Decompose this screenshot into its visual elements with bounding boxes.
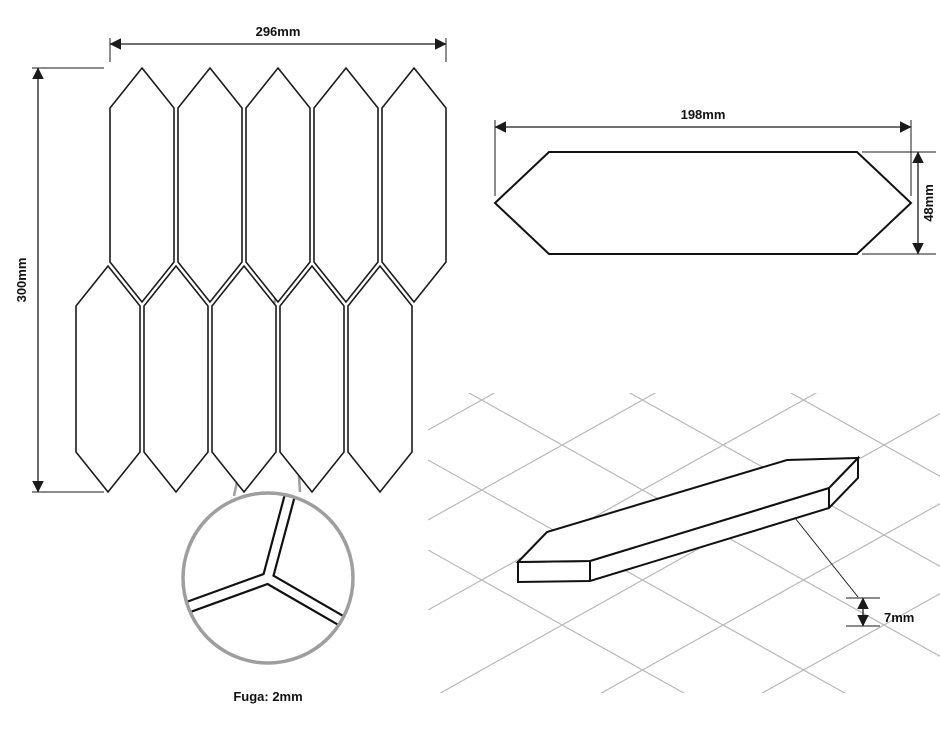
- picket-tile-outline: [493, 151, 913, 255]
- picket-tile: [109, 66, 175, 304]
- tile-width-dimension: 48mm: [862, 151, 936, 255]
- thickness-dimension: 7mm: [794, 517, 914, 627]
- picket-tile: [177, 66, 243, 304]
- single-tile-top-view: [493, 151, 913, 255]
- picket-tile: [245, 66, 311, 304]
- picket-tile: [211, 264, 277, 494]
- tile-width-label: 48mm: [921, 184, 936, 222]
- mosaic-sheet-view: [75, 66, 447, 497]
- mosaic-width-dimension: 296mm: [109, 24, 447, 62]
- picket-tile: [279, 264, 345, 494]
- magnifier-circle: [181, 491, 355, 665]
- picket-tile: [313, 66, 379, 304]
- mosaic-height-dimension: 300mm: [14, 67, 104, 493]
- tile-length-dimension: 198mm: [494, 107, 912, 196]
- tile-length-label: 198mm: [681, 107, 726, 122]
- mosaic-height-label: 300mm: [14, 258, 29, 303]
- picket-tile: [381, 66, 447, 304]
- picket-tile: [143, 264, 209, 494]
- picket-tile: [347, 264, 413, 494]
- tile-thickness-label: 7mm: [884, 610, 914, 625]
- mosaic-width-label: 296mm: [256, 24, 301, 39]
- grout-label: Fuga: 2mm: [233, 689, 302, 704]
- picket-tile: [75, 264, 141, 494]
- grout-magnifier: Fuga: 2mm: [181, 491, 355, 704]
